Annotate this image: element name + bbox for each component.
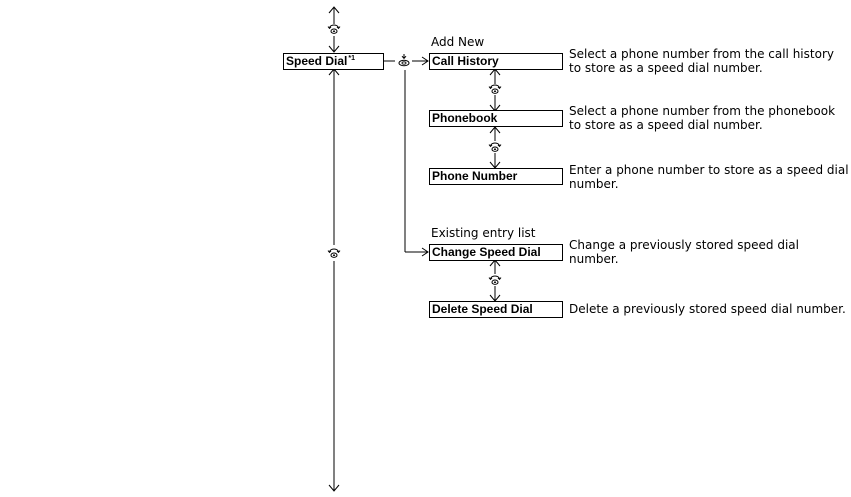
delete-speed-dial-description: Delete a previously stored speed dial nu… — [569, 302, 846, 316]
phone-number-option[interactable]: Phone Number — [429, 168, 563, 185]
scroll-up-arrow — [328, 6, 340, 14]
interface-dial-rotate-icon — [327, 248, 341, 258]
call-history-option[interactable]: Call History — [429, 53, 563, 70]
speed-dial-menu-item[interactable]: Speed Dial*1 — [283, 53, 384, 70]
scroll-down-arrow — [328, 45, 340, 492]
phonebook-option[interactable]: Phonebook — [429, 110, 563, 127]
group-label-add-new: Add New — [431, 35, 485, 49]
sub-scroll-link — [489, 68, 501, 302]
interface-dial-rotate-icon — [488, 142, 502, 152]
call-history-description: Select a phone number from the call hist… — [569, 47, 834, 75]
interface-dial-rotate-icon — [488, 84, 502, 94]
branch-connector — [384, 56, 429, 257]
change-speed-dial-description: Change a previously stored speed dial nu… — [569, 238, 799, 266]
phonebook-label: Phonebook — [432, 111, 498, 125]
phonebook-description: Select a phone number from the phonebook… — [569, 104, 836, 132]
phone-number-description: Enter a phone number to store as a speed… — [569, 163, 849, 191]
group-label-existing-entry-list: Existing entry list — [431, 226, 536, 240]
delete-speed-dial-option[interactable]: Delete Speed Dial — [429, 301, 563, 318]
change-speed-dial-option[interactable]: Change Speed Dial — [429, 244, 563, 261]
interface-dial-press-icon — [398, 53, 410, 67]
call-history-label: Call History — [432, 54, 499, 68]
interface-dial-rotate-icon — [488, 275, 502, 285]
speed-dial-label: Speed Dial — [286, 54, 348, 68]
delete-speed-dial-label: Delete Speed Dial — [432, 302, 533, 316]
interface-dial-rotate-icon — [327, 24, 341, 34]
phone-number-label: Phone Number — [432, 169, 518, 183]
change-speed-dial-label: Change Speed Dial — [432, 245, 541, 259]
footnote-marker: *1 — [348, 55, 355, 62]
